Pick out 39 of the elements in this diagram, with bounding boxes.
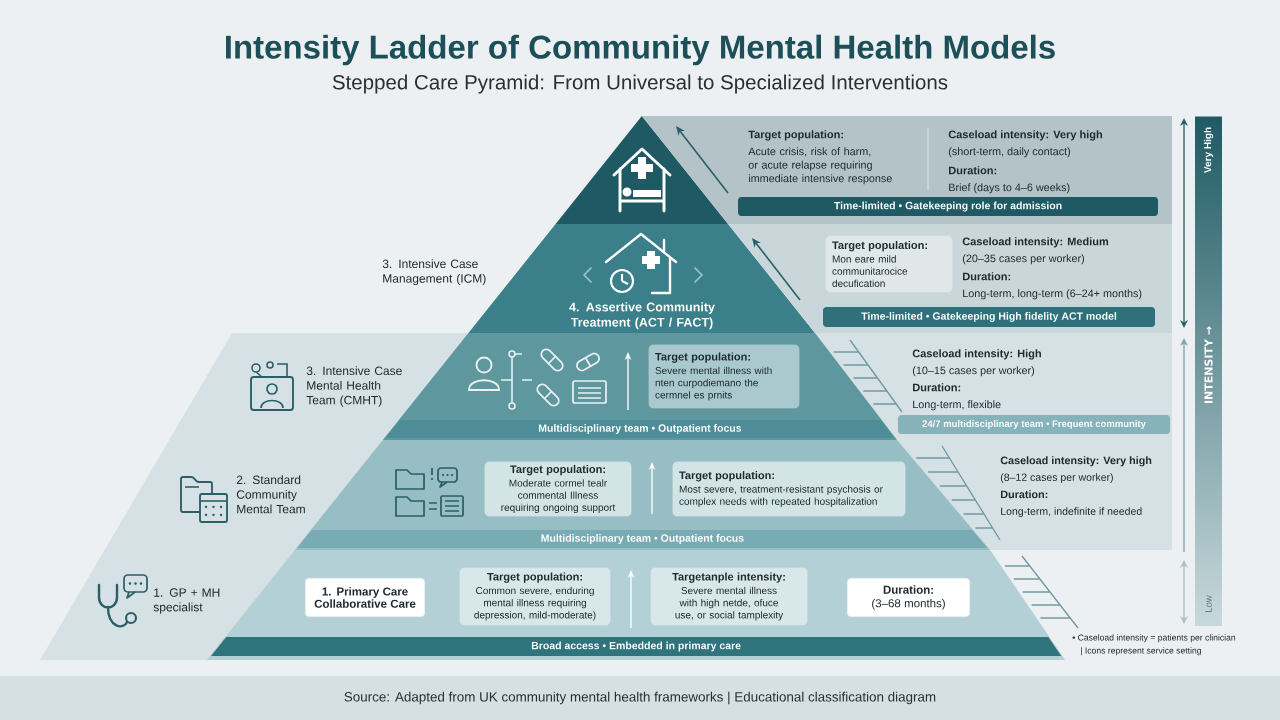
banner: 24/7 multidisciplinary team • Frequent community <box>898 415 1170 434</box>
info-box: Target population: Common severe, enduring mental illness requiring depression, mild-moderate) <box>459 567 611 626</box>
tier-label: 3. Intensive Case Mental Health Team (CMHT) <box>306 366 402 407</box>
info-box: Target population: Moderate cormel tealr commental Illness requiring ongoing support <box>484 461 632 517</box>
info-box: Target population: Severe mental illness with nten curpodiemano the cermnel es prnits <box>648 344 800 409</box>
heading: Target population: <box>748 130 843 141</box>
body-text: Long-term, long-term (6–24+ months) <box>963 289 1142 300</box>
body-text: Acute crisis, risk of harm, or acute relapse requiring immediate intensive response <box>748 147 892 185</box>
heading: Duration: <box>963 272 1011 281</box>
footnote: | Icons represent service setting <box>1081 647 1201 656</box>
info-box: Targetanple intensity: Severe mental illness with high netde, ofuce use, or social tamplexity <box>650 567 808 626</box>
body-text: Brief (days to 4–6 weeks) <box>949 183 1070 194</box>
heading: Duration: <box>949 166 997 175</box>
info-box: Target population: Most severe, treatment-resistant psychosis or complex needs with repeated hospitalization <box>672 461 906 517</box>
banner: Time-limited • Gatekeeping High fidelity ACT model <box>823 307 1155 327</box>
body-text: (20–35 cases per worker) <box>962 254 1085 265</box>
heading: Caseload intensity: Very high <box>948 130 1103 141</box>
subtitle: Stepped Care Pyramid: From Universal to Specialized Interventions <box>332 74 948 94</box>
heading: Caseload intensity: High <box>912 349 1041 360</box>
scale-label: Low <box>1205 595 1212 612</box>
body-text: (short-term, daily contact) <box>948 147 1070 158</box>
scale-label: Very High <box>1203 127 1214 173</box>
heading: Duration: <box>913 383 961 392</box>
source-footer: Source: Adapted from UK community mental health frameworks | Educational classification diagram <box>0 676 1280 720</box>
heading: Caseload intensity: Medium <box>962 237 1109 248</box>
tier-label: 1. GP + MH specialist <box>153 588 220 614</box>
tier-label: 2. Standard Community Mental Team <box>236 475 305 514</box>
body-text: (8–12 cases per worker) <box>1000 473 1113 484</box>
label-box: 1. Primary Care Collaborative Care <box>304 577 426 618</box>
title: Intensity Ladder of Community Mental Health Models <box>226 34 1055 66</box>
label-box: Duration: (3–68 months) <box>846 577 971 618</box>
body-text: Long-term, flexible <box>913 400 1001 411</box>
body-text: Long-term, indefinite if needed <box>1001 507 1142 518</box>
footnote: • Caseload intensity = patients per clinician <box>1072 634 1236 643</box>
body-text: (10–15 cases per worker) <box>912 366 1035 377</box>
info-box: Target population: Mon eare mild communitarocice decufication <box>825 235 953 293</box>
heading: Duration: <box>1001 490 1048 499</box>
axis-title: INTENSITY → <box>1204 326 1213 403</box>
heading: Caseload intensity: Very high <box>1000 456 1152 467</box>
